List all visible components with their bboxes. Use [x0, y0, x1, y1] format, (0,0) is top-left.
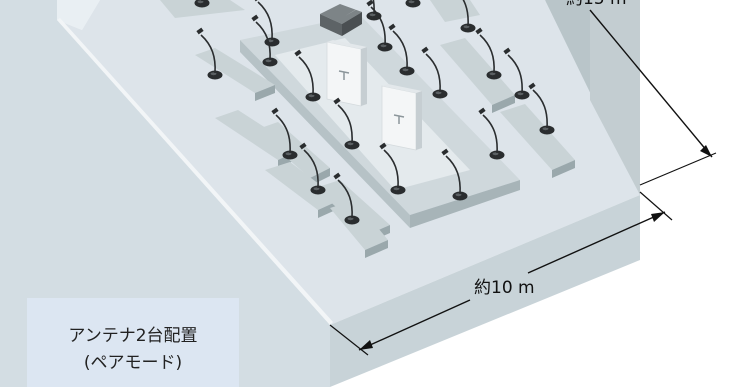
center-platform-inner: [275, 38, 470, 190]
depth-dimension-label: 約15 m: [566, 0, 627, 9]
right-wall-face: [590, 0, 640, 195]
wall-top-edge: [57, 18, 333, 325]
center-platform-side-left: [240, 40, 410, 228]
caption-box: アンテナ2台配置 (ペアモード): [27, 298, 239, 387]
wireless-access-point-icon: [326, 39, 368, 107]
left-wall: [57, 0, 100, 30]
caption-subtitle: (ペアモード): [83, 353, 183, 373]
width-dimension-label: 約10 m: [474, 278, 535, 298]
base-unit-icon: [320, 4, 364, 36]
front-wall: [0, 0, 330, 387]
depth-dimension: [589, 9, 717, 186]
wireless-access-point-icon: [381, 83, 423, 151]
front-right-wall: [330, 195, 640, 387]
width-dimension: [329, 191, 673, 356]
center-platform-side: [410, 180, 520, 228]
caption-title: アンテナ2台配置: [68, 326, 198, 346]
